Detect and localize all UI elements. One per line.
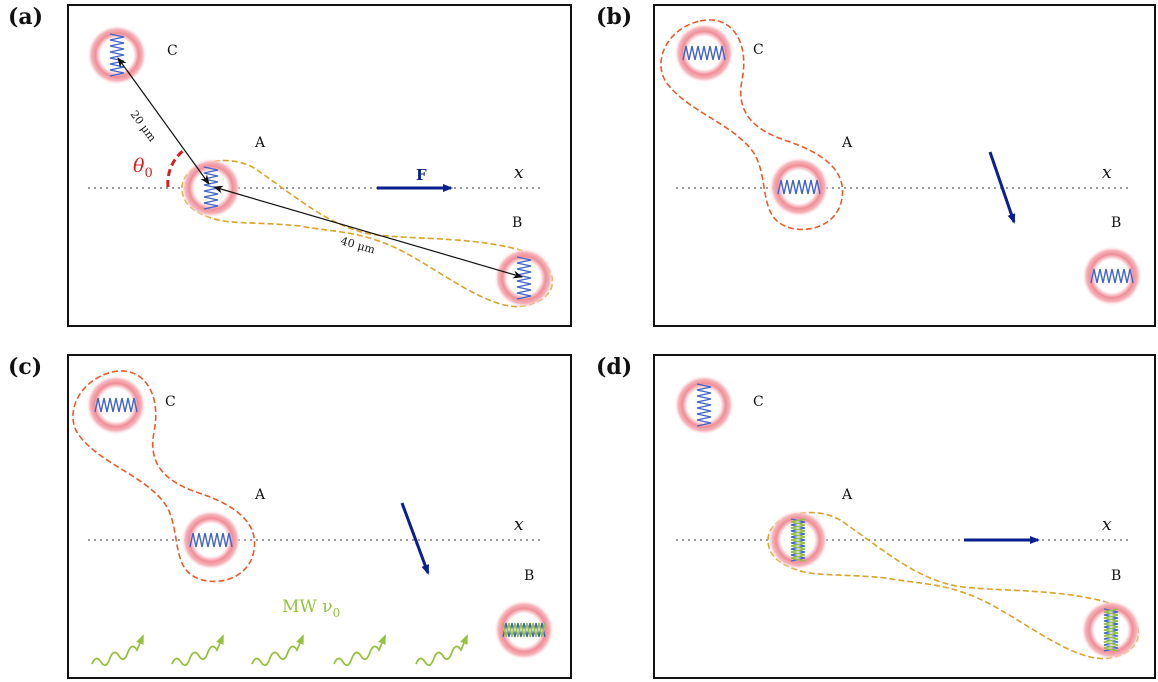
panel-c-label-c: C xyxy=(165,394,176,410)
panel-d-label-b: B xyxy=(1111,568,1121,584)
panel-a-label-b: B xyxy=(512,215,522,231)
panel-a-atom-b xyxy=(494,248,554,308)
panel-d-atom-b xyxy=(1081,600,1141,660)
panel-b: x C A B xyxy=(653,4,1156,327)
panel-b-figure8-loop xyxy=(660,19,844,231)
panel-c-frame xyxy=(67,354,572,679)
panel-label-a: (a) xyxy=(8,4,44,30)
panel-label-c: (c) xyxy=(8,354,43,380)
panel-b-atom-a xyxy=(769,157,829,217)
panel-c-figure8-loop xyxy=(72,370,256,583)
panel-d-atom-a xyxy=(768,510,828,570)
panel-a-atom-c xyxy=(87,25,147,85)
panel-b-atom-b xyxy=(1082,246,1142,306)
panel-d-atom-c xyxy=(674,375,734,435)
panel-d-frame xyxy=(653,354,1156,679)
panel-a-distance-arrow-ab xyxy=(213,185,523,279)
panel-a-distance-label-short: 20 μm xyxy=(128,108,159,144)
panel-c-microwave-label: MW ν0 xyxy=(282,597,340,620)
panel-a-x-label: x xyxy=(514,163,524,183)
panel-c-label-a: A xyxy=(254,487,266,503)
panel-b-force-arrow xyxy=(988,151,1016,224)
panel-c-atom-b xyxy=(494,600,554,660)
panel-c-microwave-wave xyxy=(251,634,304,667)
panel-c-microwave-waves xyxy=(91,634,468,667)
panel-c-force-arrow xyxy=(400,502,430,575)
panel-d: x C A B xyxy=(653,354,1156,679)
panel-b-label-a: A xyxy=(841,135,853,151)
panel-c-microwave-wave xyxy=(415,634,468,667)
panel-a-theta-label: θ0 xyxy=(133,155,153,181)
panel-b-label-b: B xyxy=(1111,215,1121,231)
panel-a-distance-arrow-ac xyxy=(117,57,210,185)
panel-b-label-c: C xyxy=(753,42,764,58)
panel-a-label-a: A xyxy=(254,135,266,151)
panel-a-atom-a xyxy=(181,158,241,218)
panel-d-label-c: C xyxy=(753,394,764,410)
panel-a-label-c: C xyxy=(167,43,178,59)
panel-c-microwave-wave xyxy=(91,634,144,667)
panel-a: x θ0 F 20 μm 40 μm C A B xyxy=(67,4,572,327)
panel-a-force-label: F xyxy=(416,166,427,184)
panel-label-d: (d) xyxy=(596,354,633,380)
panel-b-x-label: x xyxy=(1102,163,1112,183)
panel-b-frame xyxy=(653,4,1156,327)
panel-c-atom-a xyxy=(181,510,241,570)
panel-c-x-label: x xyxy=(514,515,524,535)
panel-label-b: (b) xyxy=(596,4,633,30)
panel-a-frame xyxy=(67,4,572,327)
panel-d-label-a: A xyxy=(841,487,853,503)
panel-c: x MW ν0 C A B xyxy=(67,354,572,679)
panel-a-theta-arc xyxy=(166,148,185,188)
panel-c-label-b: B xyxy=(524,568,534,584)
panel-d-x-label: x xyxy=(1102,515,1112,535)
panel-c-microwave-wave xyxy=(171,634,224,667)
panel-c-atom-c xyxy=(86,375,146,435)
panel-b-atom-c xyxy=(674,23,734,83)
panel-c-microwave-wave xyxy=(333,634,386,667)
